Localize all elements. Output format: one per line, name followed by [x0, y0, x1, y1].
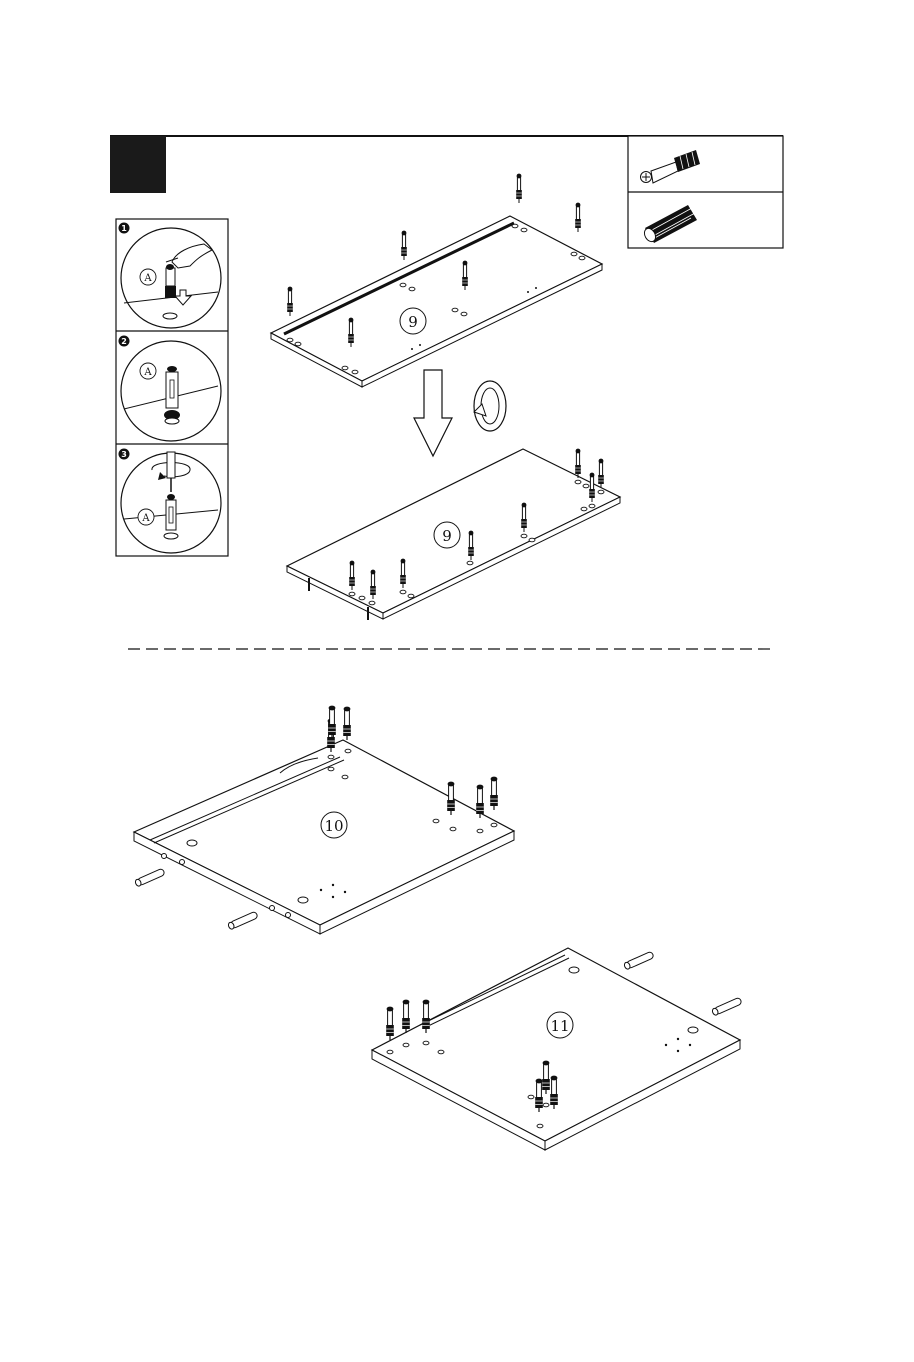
panel-10: 10 [134, 706, 514, 934]
panel-label: 10 [324, 817, 343, 835]
panel-label: 9 [442, 527, 452, 545]
panel-9-flipped: 9 [287, 449, 620, 620]
part-letter: A [143, 367, 152, 378]
hardware-legend [628, 136, 783, 248]
step-number-box [110, 136, 166, 193]
part-letter: A [143, 273, 152, 284]
substep-number: 3 [121, 450, 127, 459]
substep-number: 2 [121, 337, 127, 346]
panel-label: 11 [550, 1017, 569, 1035]
substep-number: 1 [121, 224, 127, 233]
panel-11: 11 [372, 948, 742, 1150]
panel-9-top: 9 [271, 174, 602, 387]
substep-detail-panel: 1 A 2 A [116, 219, 228, 556]
part-letter: A [141, 513, 150, 524]
flip-down-arrow-icon [414, 370, 452, 456]
panel-label: 9 [408, 313, 418, 331]
flip-rotate-icon [474, 381, 506, 431]
